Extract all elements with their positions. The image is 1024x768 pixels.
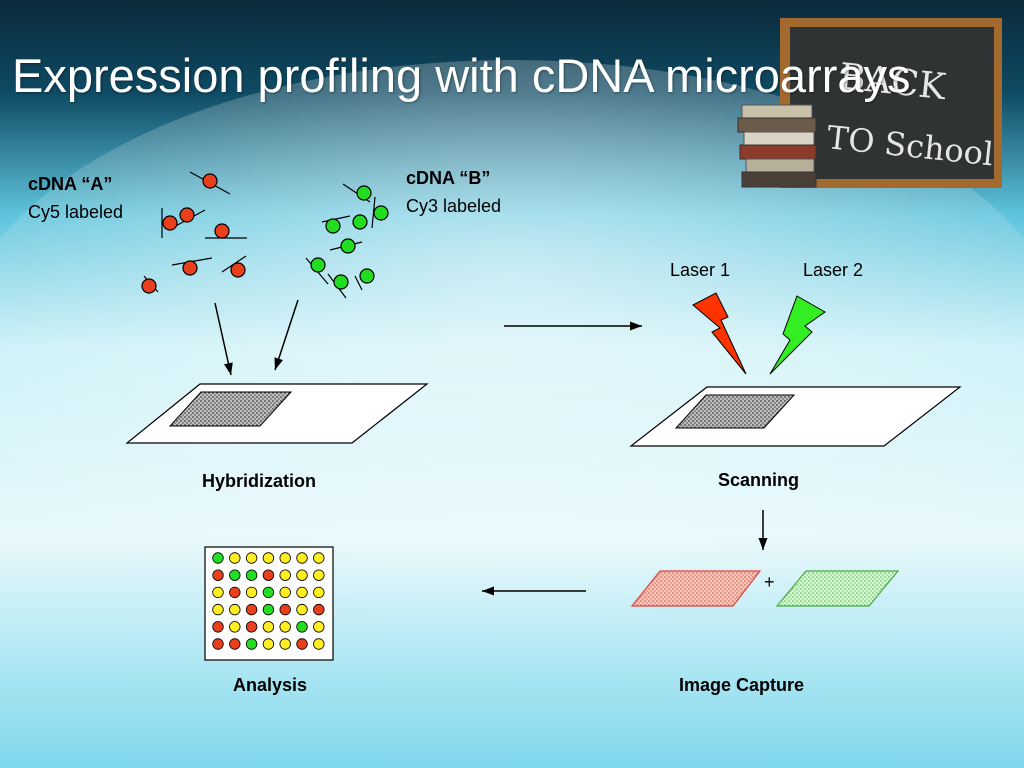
- analysis-spot: [280, 570, 291, 581]
- analysis-spot: [213, 622, 224, 633]
- analysis-spot: [246, 570, 257, 581]
- analysis-spot: [297, 570, 308, 581]
- analysis-spot: [230, 587, 241, 598]
- analysis-spot: [230, 639, 241, 650]
- step-hybridization-label: Hybridization: [202, 471, 316, 492]
- analysis-spot: [314, 587, 325, 598]
- red-channel-image: [632, 571, 760, 606]
- laser1-bolt-icon: [693, 293, 746, 374]
- analysis-spot: [297, 587, 308, 598]
- cdna-b-title: cDNA “B”: [406, 168, 490, 189]
- analysis-spot: [213, 604, 224, 615]
- cdna-b-subtitle: Cy3 labeled: [406, 196, 501, 217]
- analysis-spot: [280, 622, 291, 633]
- slide-title: Expression profiling with cDNA microarra…: [12, 48, 911, 103]
- analysis-spot: [230, 604, 241, 615]
- analysis-spot: [314, 553, 325, 564]
- analysis-spot: [263, 622, 274, 633]
- laser2-bolt-icon: [770, 296, 825, 374]
- analysis-spot: [263, 570, 274, 581]
- analysis-spot: [297, 622, 308, 633]
- book-stack: [738, 105, 816, 187]
- analysis-spot: [263, 587, 274, 598]
- analysis-spot: [213, 553, 224, 564]
- analysis-spot: [314, 622, 325, 633]
- analysis-spot: [230, 622, 241, 633]
- step-analysis-label: Analysis: [233, 675, 307, 696]
- hybridization-slide: [127, 384, 427, 443]
- analysis-spot: [280, 587, 291, 598]
- analysis-spot: [297, 604, 308, 615]
- analysis-spot: [280, 639, 291, 650]
- analysis-spot: [280, 553, 291, 564]
- analysis-spot: [230, 570, 241, 581]
- chalkboard-illustration: BACK TO School: [738, 18, 1002, 188]
- cdna-b-molecules: [306, 184, 388, 298]
- analysis-spot: [230, 553, 241, 564]
- plus-sign: +: [764, 572, 775, 593]
- step-image-capture-label: Image Capture: [679, 675, 804, 696]
- analysis-spot: [297, 639, 308, 650]
- analysis-spot: [314, 570, 325, 581]
- scanning-slide: [631, 387, 960, 446]
- cdna-a-molecules: [142, 172, 247, 293]
- analysis-spot: [213, 587, 224, 598]
- analysis-spot: [263, 553, 274, 564]
- green-channel-image: [777, 571, 898, 606]
- analysis-spot: [263, 639, 274, 650]
- laser2-label: Laser 2: [803, 260, 863, 281]
- laser1-label: Laser 1: [670, 260, 730, 281]
- cdna-a-title: cDNA “A”: [28, 174, 112, 195]
- analysis-spot: [263, 604, 274, 615]
- arrow-cdna-a-to-slide: [215, 303, 231, 375]
- analysis-spot: [314, 604, 325, 615]
- analysis-spot: [213, 639, 224, 650]
- analysis-spot: [297, 553, 308, 564]
- arrow-cdna-b-to-slide: [275, 300, 298, 370]
- analysis-spot: [314, 639, 325, 650]
- analysis-spot: [246, 622, 257, 633]
- analysis-spot: [246, 553, 257, 564]
- analysis-spot: [280, 604, 291, 615]
- analysis-spot: [246, 639, 257, 650]
- analysis-spot: [246, 604, 257, 615]
- step-scanning-label: Scanning: [718, 470, 799, 491]
- analysis-spot: [213, 570, 224, 581]
- analysis-spot: [246, 587, 257, 598]
- cdna-a-subtitle: Cy5 labeled: [28, 202, 123, 223]
